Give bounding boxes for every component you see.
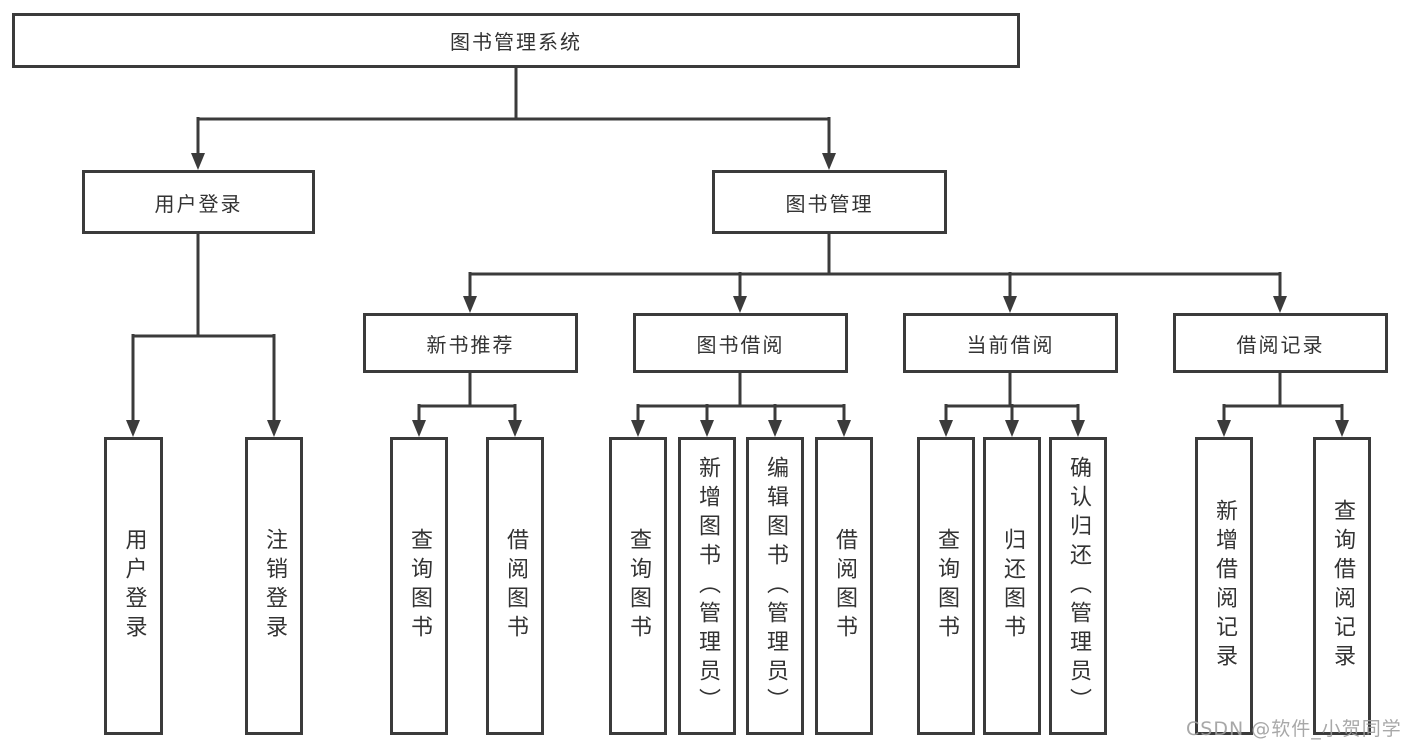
leaf-label: 确认归还（管理员）	[1066, 455, 1091, 717]
leaf-logout: 注销登录	[245, 437, 303, 735]
leaf-label: 新增图书（管理员）	[695, 455, 720, 717]
leaf-label: 编辑图书（管理员）	[763, 455, 788, 717]
node-new-book-recommend: 新书推荐	[363, 313, 578, 373]
csdn-watermark: CSDN @软件_小贺同学	[1186, 718, 1402, 740]
leaf-add-book-admin: 新增图书（管理员）	[678, 437, 736, 735]
node-borrow-record: 借阅记录	[1173, 313, 1388, 373]
leaf-query-book-2: 查询图书	[609, 437, 667, 735]
leaf-label: 注销登录	[262, 528, 287, 644]
node-user-login: 用户登录	[82, 170, 315, 234]
leaf-borrow-book-2: 借阅图书	[815, 437, 873, 735]
leaf-query-book-1: 查询图书	[390, 437, 448, 735]
leaf-label: 借阅图书	[503, 528, 528, 644]
leaf-label: 查询借阅记录	[1330, 499, 1355, 673]
leaf-label: 新增借阅记录	[1212, 499, 1237, 673]
leaf-user-login: 用户登录	[104, 437, 163, 735]
leaf-label: 归还图书	[1000, 528, 1025, 644]
node-book-management: 图书管理	[712, 170, 947, 234]
leaf-query-borrow-record: 查询借阅记录	[1313, 437, 1371, 735]
leaf-label: 查询图书	[407, 528, 432, 644]
leaf-label: 用户登录	[121, 528, 147, 644]
node-library-management-system: 图书管理系统	[12, 13, 1020, 68]
leaf-label: 查询图书	[934, 528, 959, 644]
leaf-query-book-3: 查询图书	[917, 437, 975, 735]
leaf-return-book: 归还图书	[983, 437, 1041, 735]
node-current-borrow: 当前借阅	[903, 313, 1118, 373]
leaf-edit-book-admin: 编辑图书（管理员）	[746, 437, 804, 735]
leaf-confirm-return-admin: 确认归还（管理员）	[1049, 437, 1107, 735]
leaf-label: 借阅图书	[832, 528, 857, 644]
leaf-borrow-book-1: 借阅图书	[486, 437, 544, 735]
node-book-borrow: 图书借阅	[633, 313, 848, 373]
leaf-add-borrow-record: 新增借阅记录	[1195, 437, 1253, 735]
leaf-label: 查询图书	[626, 528, 651, 644]
